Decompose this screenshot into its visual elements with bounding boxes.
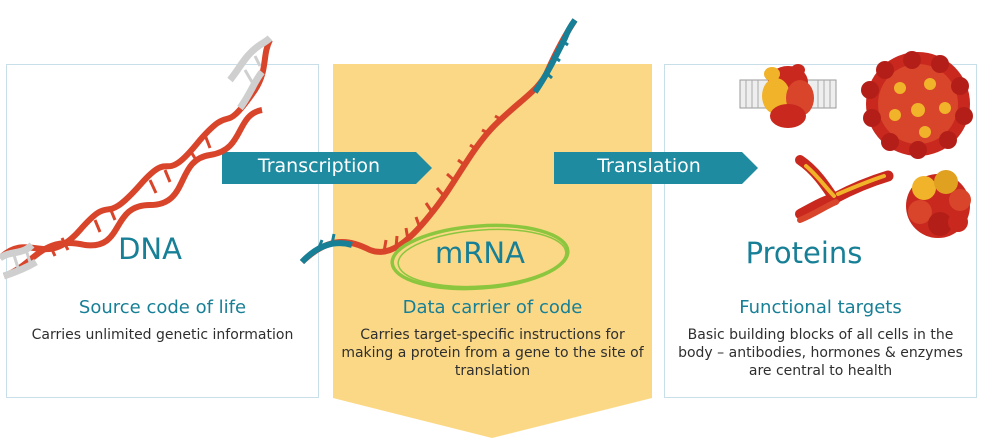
double-helix-icon xyxy=(0,35,273,280)
membrane-protein xyxy=(739,64,837,128)
proteins-title: Proteins xyxy=(745,236,863,270)
mrna-title: mRNA xyxy=(435,236,525,270)
globular-protein xyxy=(906,170,971,238)
mrna-description: Carries target-specific instructions for… xyxy=(341,327,644,379)
translation-label: Translation xyxy=(597,155,701,177)
capsid-protein xyxy=(861,51,973,159)
proteins-description: Basic building blocks of all cells in th… xyxy=(678,327,963,379)
transcription-label: Transcription xyxy=(257,155,381,177)
dna-subtitle: Source code of life xyxy=(78,297,247,318)
dna-description: Carries unlimited genetic information xyxy=(31,327,294,343)
proteins-panel xyxy=(664,64,977,398)
translation-arrow xyxy=(554,152,758,184)
protein-structures-icon xyxy=(739,51,973,238)
mrna-subtitle: Data carrier of code xyxy=(402,297,583,318)
dna-panel xyxy=(6,64,319,398)
antibody-protein xyxy=(795,155,894,223)
mrna-highlight xyxy=(390,223,570,291)
dna-title: DNA xyxy=(118,232,182,266)
single-strand-rna-icon xyxy=(299,18,578,265)
proteins-subtitle: Functional targets xyxy=(739,297,902,318)
transcription-arrow xyxy=(222,152,432,184)
